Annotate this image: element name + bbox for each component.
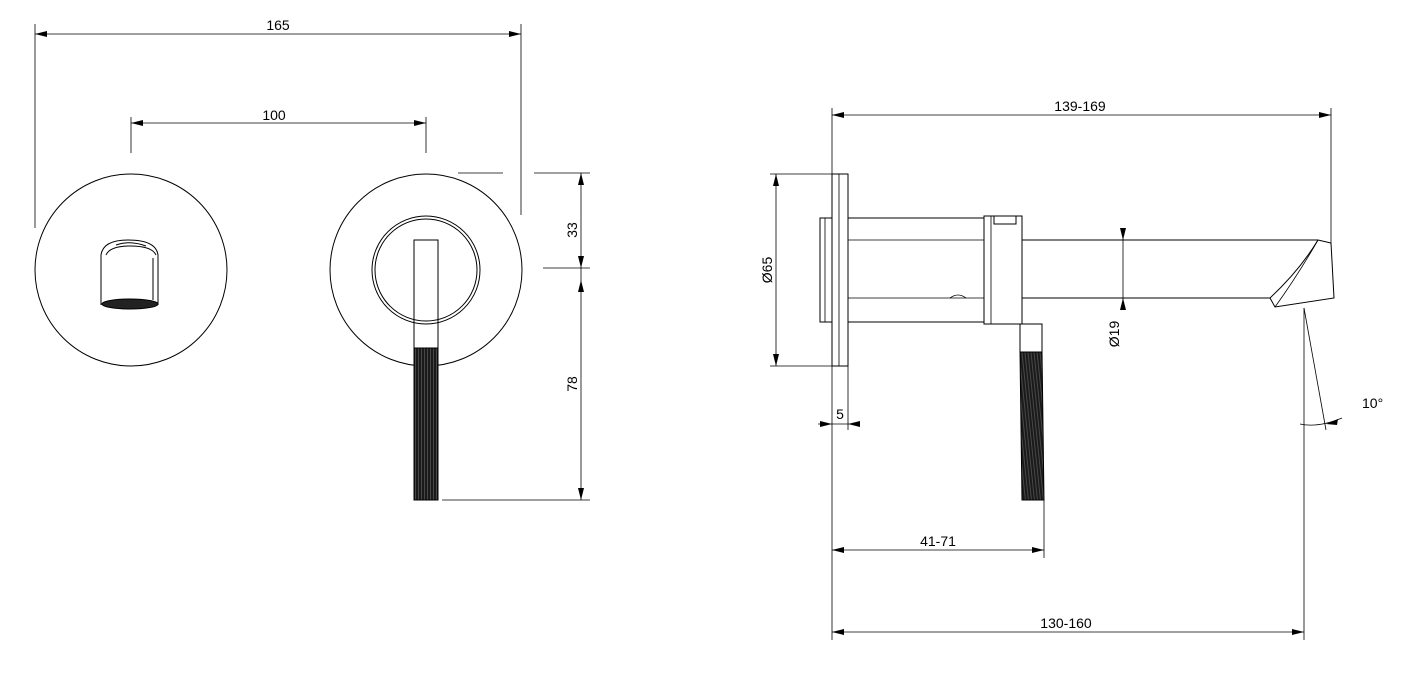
dim-flange-thickness: 5 [818, 366, 860, 430]
dim-spout-diameter-label: Ø19 [1106, 321, 1122, 348]
dim-flange-diameter: Ø65 [759, 173, 832, 367]
dim-spout-projection: 130-160 [832, 615, 1304, 635]
dim-flange-thickness-label: 5 [836, 406, 844, 422]
dim-handle-offset-label: 41-71 [920, 533, 956, 549]
dim-overall-projection: 139-169 [831, 98, 1332, 640]
dim-handle-length: 78 [564, 268, 584, 500]
dim-flange-diameter-label: Ø65 [759, 257, 775, 284]
dim-handle-offset: 41-71 [832, 500, 1045, 558]
mixer-body [847, 215, 1023, 325]
mixer-handle-grip [413, 347, 439, 501]
dim-angle: 10° [1299, 307, 1383, 640]
mixer-plate [329, 173, 523, 501]
front-view: 165 100 [34, 17, 590, 501]
dim-handle-top-label: 33 [564, 222, 580, 238]
dim-spout-projection-label: 130-160 [1040, 615, 1092, 631]
dim-overall-width-label: 165 [266, 17, 290, 33]
dim-spout-diameter: Ø19 [1106, 228, 1126, 347]
side-handle [1019, 323, 1045, 501]
wall-flange [819, 173, 849, 367]
dim-overall-width: 165 [34, 17, 522, 228]
side-view: 139-169 Ø65 5 [759, 98, 1383, 640]
dim-handle-top: 33 [564, 173, 584, 268]
spout-tube [1022, 239, 1335, 308]
side-handle-grip [1019, 351, 1045, 501]
spout-aerator [101, 298, 159, 310]
spout-plate [34, 173, 228, 367]
dim-handle-length-label: 78 [564, 376, 580, 392]
dim-centers-label: 100 [262, 107, 286, 123]
dim-overall-projection-label: 139-169 [1054, 98, 1106, 114]
dim-angle-label: 10° [1362, 395, 1383, 411]
dim-centers: 100 [130, 107, 427, 153]
